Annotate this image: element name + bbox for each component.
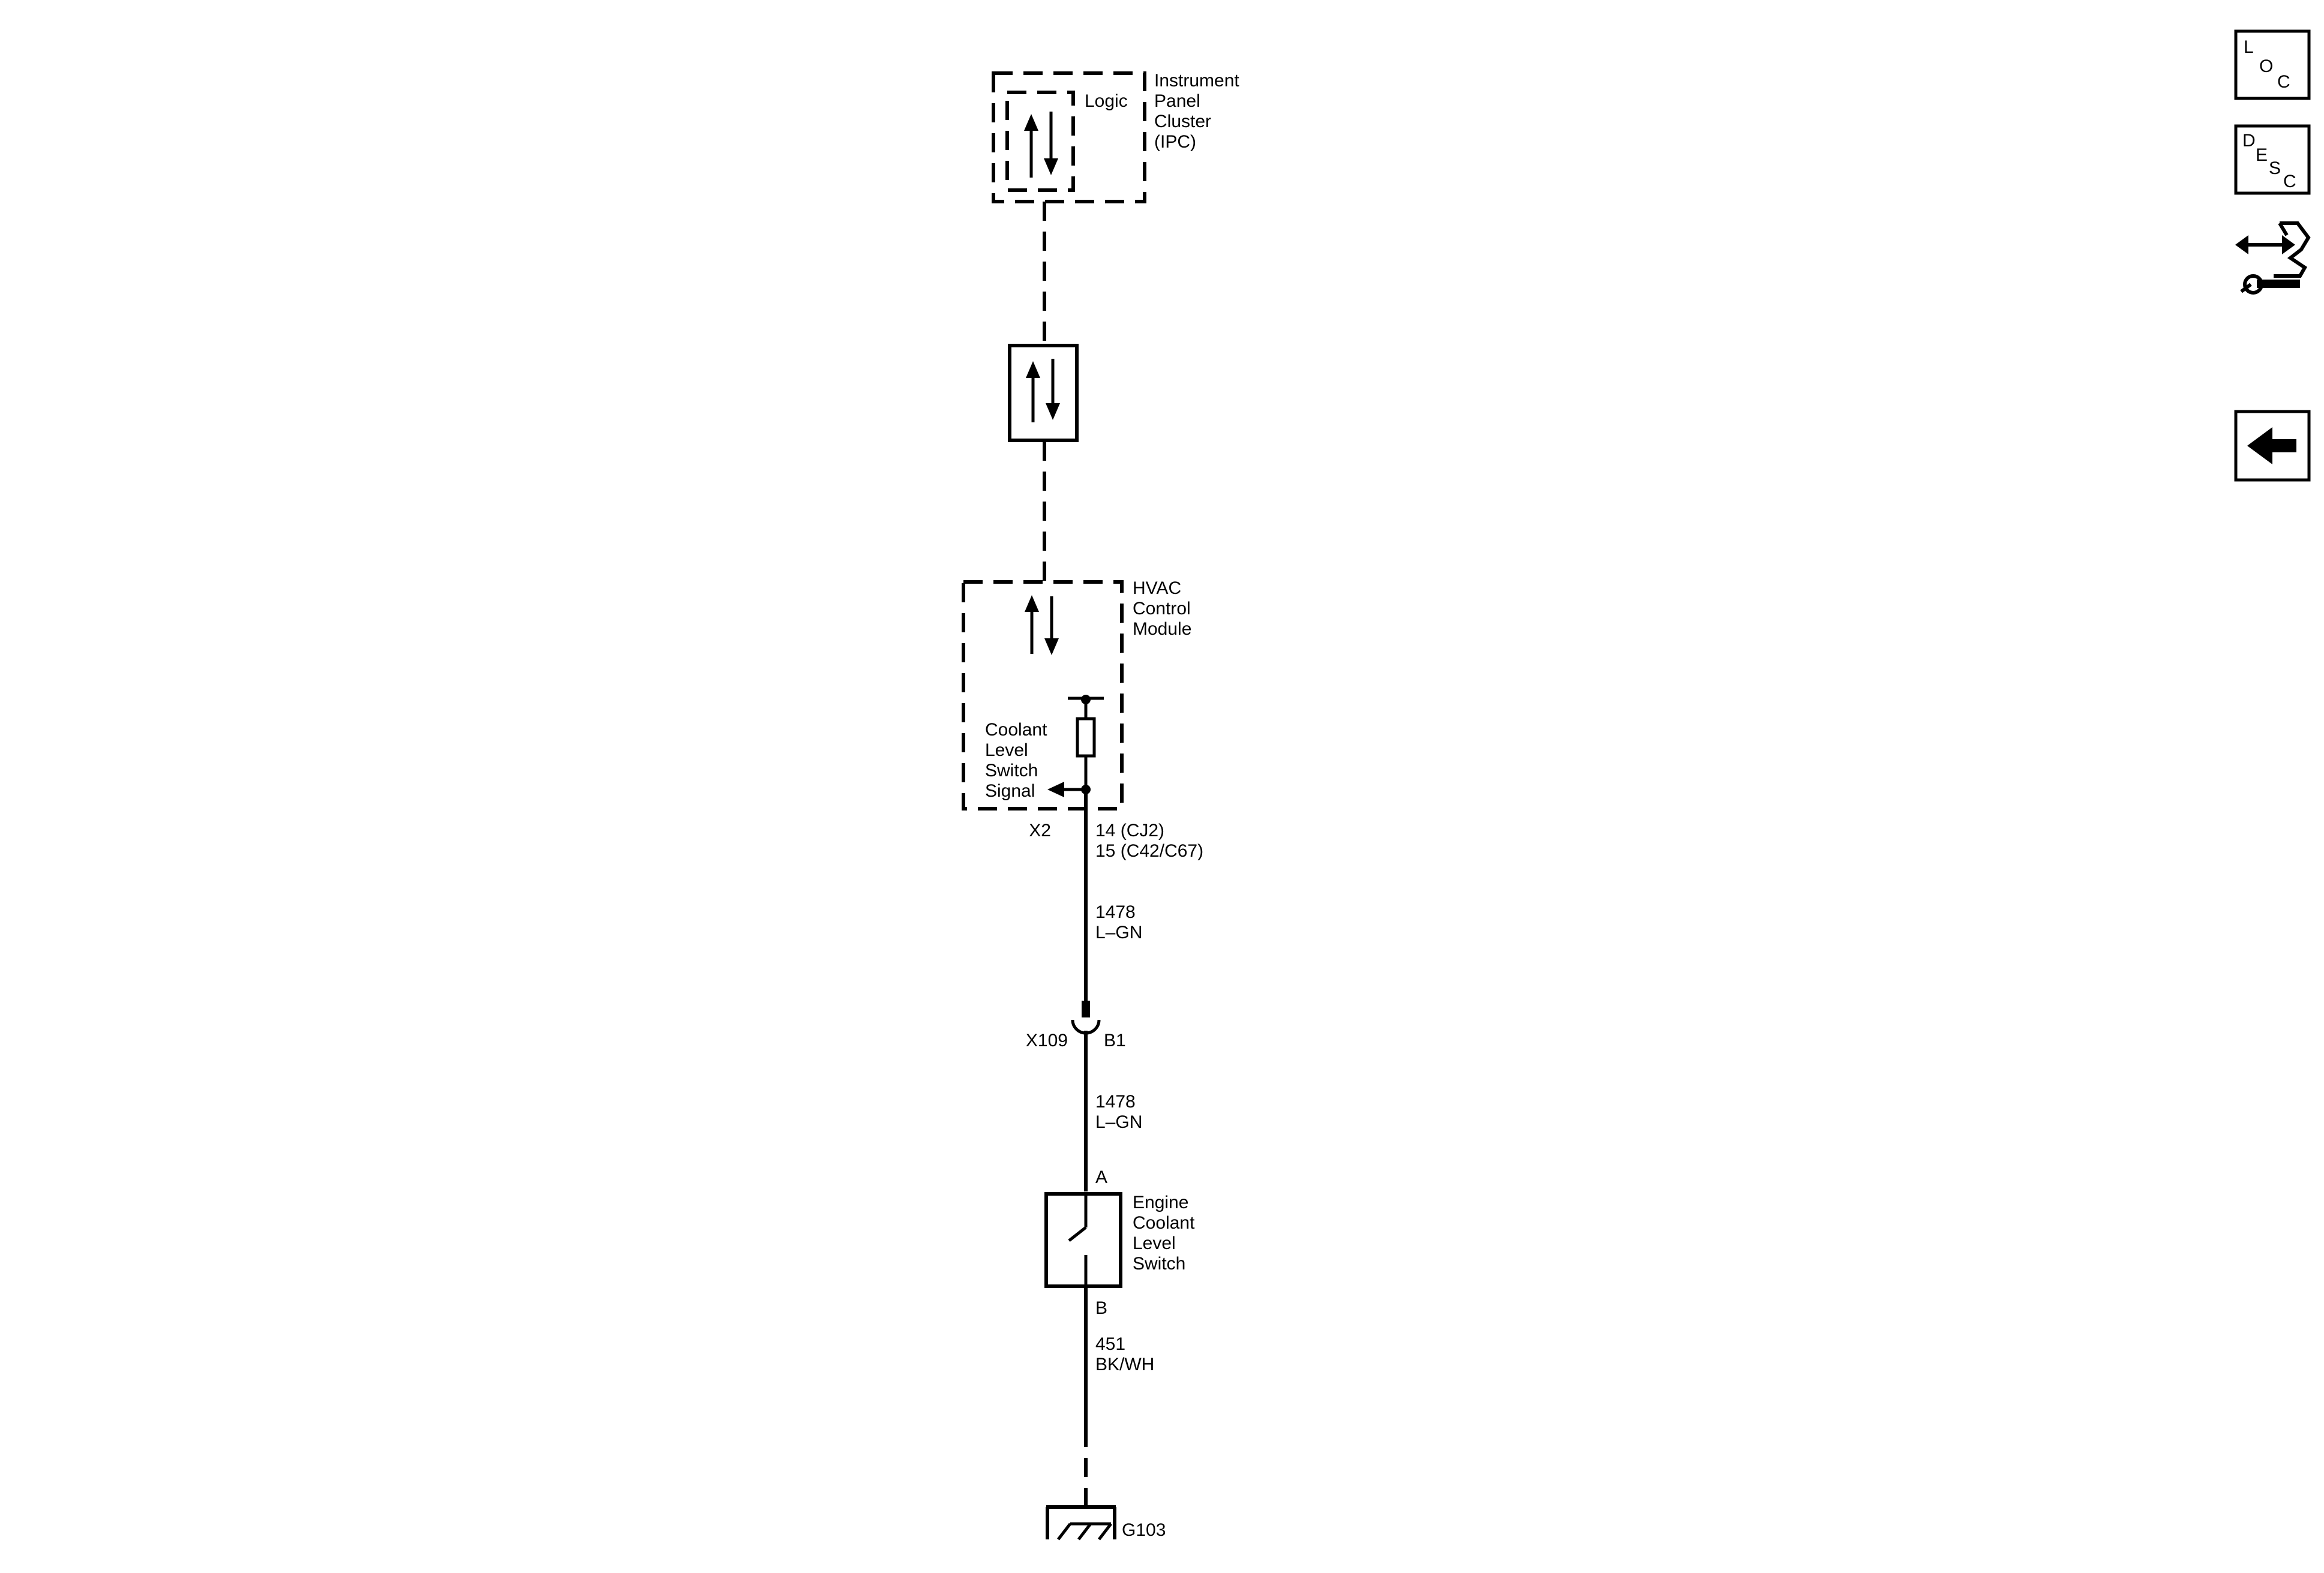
pull-up-resistor [1068, 695, 1104, 794]
serial-data-connector [1008, 344, 1079, 442]
connector-wrench-icon[interactable] [2232, 216, 2313, 300]
hvac-control-module: HVAC Control Module Coolant Level Switch… [962, 578, 1191, 810]
hvac-name-line-2: Control [1133, 599, 1191, 619]
wire-3-color: BK/WH [1095, 1355, 1154, 1374]
switch-name-line-4: Switch [1133, 1254, 1185, 1274]
ground-symbol-icon [1046, 1505, 1116, 1541]
switch-name-line-1: Engine [1133, 1193, 1188, 1212]
hvac-name-line-1: HVAC [1133, 578, 1181, 598]
hvac-signal-line-2: Level [985, 740, 1028, 760]
connector-x2-label: X2 [1029, 821, 1051, 840]
wire-2-color: L–GN [1095, 1112, 1142, 1132]
ipc-name-line-3: Cluster [1154, 112, 1211, 131]
hvac-outer-box [962, 580, 1124, 810]
ipc-logic-box [1005, 91, 1075, 192]
engine-coolant-level-switch: A B Engine Coolant Level Switch [1044, 1167, 1195, 1318]
switch-name-line-3: Level [1133, 1233, 1176, 1253]
wire-2-circuit: 1478 [1095, 1092, 1136, 1112]
ground-label: G103 [1122, 1520, 1166, 1540]
hvac-data-arrows-icon [1025, 595, 1059, 655]
switch-name-line-2: Coolant [1133, 1213, 1195, 1233]
switch-pin-a: A [1095, 1167, 1107, 1187]
ipc-module: Logic Instrument Panel Cluster (IPC) [992, 71, 1239, 203]
desc-button[interactable]: D E S C [2234, 124, 2311, 195]
serial-data-box [1008, 344, 1079, 442]
loc-letter-c: C [2277, 72, 2290, 92]
desc-letter-s: S [2269, 158, 2281, 178]
ipc-data-arrows-icon [1024, 112, 1058, 178]
switch-body [1044, 1192, 1122, 1288]
signal-input-arrow-icon [1047, 782, 1086, 797]
wire-1-color: L–GN [1095, 923, 1142, 942]
ipc-name-line-1: Instrument [1154, 71, 1239, 91]
ipc-logic-label: Logic [1085, 91, 1128, 111]
serial-data-arrows-icon [1026, 359, 1060, 422]
back-arrow-icon [2247, 427, 2296, 464]
connector-x109-label: X109 [1026, 1031, 1068, 1050]
wire-3-circuit: 451 [1095, 1334, 1125, 1354]
loc-letter-l: L [2244, 37, 2254, 57]
connector-x109 [1071, 1001, 1101, 1191]
hvac-name-line-3: Module [1133, 619, 1191, 639]
loc-button[interactable]: L O C [2234, 29, 2311, 100]
ipc-name-line-4: (IPC) [1154, 132, 1196, 152]
desc-letter-d: D [2242, 131, 2256, 151]
wire-1-circuit: 1478 [1095, 902, 1136, 922]
loc-letter-o: O [2259, 56, 2273, 76]
switch-contact [1068, 1226, 1087, 1242]
hvac-signal-line-1: Coolant [985, 720, 1047, 740]
back-button[interactable] [2234, 410, 2311, 482]
desc-letter-e: E [2256, 145, 2268, 165]
ipc-outer-box [992, 71, 1146, 203]
hvac-signal-line-4: Signal [985, 781, 1035, 801]
connector-x109-pin: B1 [1104, 1031, 1126, 1050]
connector-x2-pin-1: 14 (CJ2) [1095, 821, 1164, 840]
connector-x2-pin-2: 15 (C42/C67) [1095, 841, 1203, 861]
hvac-signal-line-3: Switch [985, 761, 1038, 781]
switch-pin-b: B [1095, 1298, 1107, 1318]
desc-letter-c: C [2283, 172, 2296, 191]
ipc-name-line-2: Panel [1154, 91, 1200, 111]
